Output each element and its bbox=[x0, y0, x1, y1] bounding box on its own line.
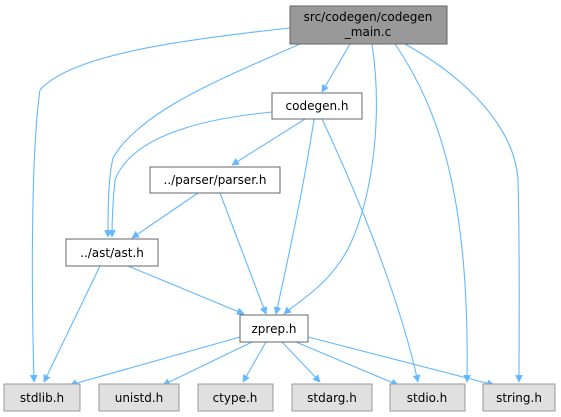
edge-ast-stdlib bbox=[43, 265, 101, 383]
edges bbox=[29, 27, 523, 387]
node-codegen-h-label: codegen.h bbox=[286, 99, 349, 113]
node-ctype-h[interactable]: ctype.h bbox=[197, 383, 274, 412]
node-ast-h[interactable]: ../ast/ast.h bbox=[65, 238, 159, 267]
node-root-line1: src/codegen/codegen bbox=[304, 10, 433, 24]
edge-parser-zprep bbox=[219, 192, 268, 315]
edge-codegen-ast bbox=[108, 111, 273, 238]
node-root-line2: _main.c bbox=[344, 25, 391, 39]
edge-root-stdio bbox=[394, 43, 471, 383]
edge-root-string bbox=[404, 43, 523, 383]
edge-zprep-stdio bbox=[295, 341, 399, 386]
node-unistd-h[interactable]: unistd.h bbox=[98, 383, 180, 412]
node-string-h[interactable]: string.h bbox=[482, 383, 556, 412]
node-stdlib-h[interactable]: stdlib.h bbox=[3, 383, 81, 412]
node-parser-h-label: ../parser/parser.h bbox=[164, 173, 267, 187]
node-stdio-h[interactable]: stdio.h bbox=[389, 383, 466, 412]
edge-zprep-stdarg bbox=[281, 341, 321, 383]
node-parser-h[interactable]: ../parser/parser.h bbox=[149, 166, 281, 194]
edge-zprep-string bbox=[307, 336, 495, 387]
edge-root-zprep bbox=[283, 43, 377, 315]
edge-codegen-zprep bbox=[273, 118, 315, 315]
node-stdarg-h[interactable]: stdarg.h bbox=[291, 383, 373, 412]
edge-codegen-parser bbox=[231, 118, 306, 166]
edge-ast-zprep bbox=[127, 265, 245, 315]
edge-zprep-ctype bbox=[242, 341, 267, 383]
node-ctype-h-label: ctype.h bbox=[213, 391, 258, 405]
node-ast-h-label: ../ast/ast.h bbox=[80, 246, 144, 260]
node-stdarg-h-label: stdarg.h bbox=[307, 391, 357, 405]
edge-root-ast bbox=[104, 43, 301, 238]
edge-root-stdlib bbox=[29, 27, 291, 383]
node-codegen-h[interactable]: codegen.h bbox=[271, 92, 363, 120]
edge-zprep-stdlib bbox=[69, 336, 241, 387]
edge-parser-ast bbox=[131, 192, 199, 239]
node-string-h-label: string.h bbox=[496, 391, 542, 405]
node-stdlib-h-label: stdlib.h bbox=[20, 391, 64, 405]
node-zprep-h[interactable]: zprep.h bbox=[239, 314, 309, 343]
node-zprep-h-label: zprep.h bbox=[251, 322, 296, 336]
edge-root-codegen bbox=[321, 43, 351, 93]
node-stdio-h-label: stdio.h bbox=[407, 391, 447, 405]
edge-zprep-unistd bbox=[162, 341, 253, 386]
node-root[interactable]: src/codegen/codegen _main.c bbox=[289, 5, 448, 45]
edge-codegen-stdio bbox=[321, 118, 421, 383]
node-unistd-h-label: unistd.h bbox=[115, 391, 164, 405]
